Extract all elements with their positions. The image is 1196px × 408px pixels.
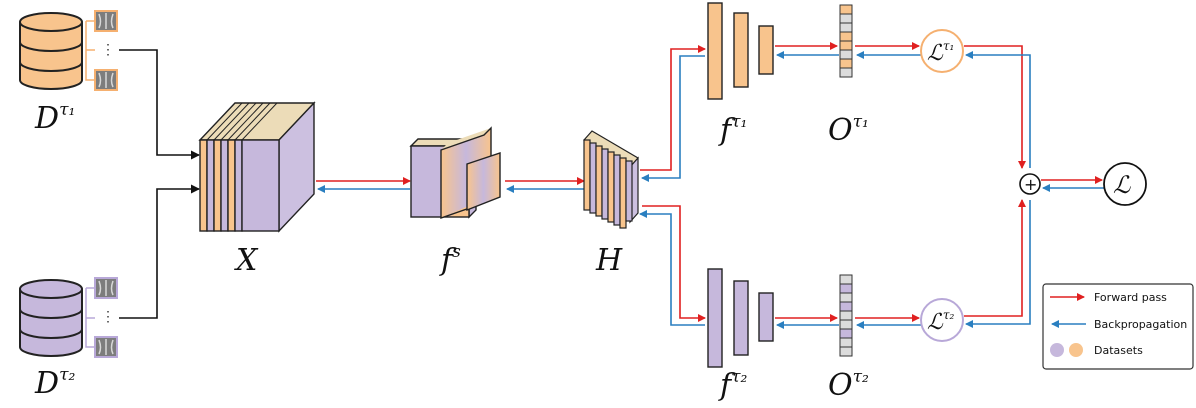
total-loss-node: ℒ (1103, 162, 1147, 206)
input-tensor-label: X (234, 243, 259, 278)
task-head-1-label: fτ₁ (718, 112, 747, 148)
dataset-1-label: Dτ₁ (34, 100, 75, 136)
output-2-label: Oτ₂ (828, 367, 869, 403)
forward-arrow-h-head2 (642, 205, 706, 322)
hidden-tensor-h (583, 130, 639, 229)
xray-thumbnail-icon (94, 69, 118, 91)
dataset-1: ⋮ Dτ₁ (19, 10, 118, 136)
forward-arrow-h-head1 (640, 45, 706, 171)
legend-datasets-label: Datasets (1094, 344, 1143, 357)
xray-thumbnail-icon (94, 336, 118, 358)
backward-arrow-head2-h (639, 210, 705, 326)
sum-node-icon: + (1019, 173, 1041, 195)
forward-arrow-loss2-sum (964, 199, 1026, 317)
legend-backward-label: Backpropagation (1094, 318, 1187, 331)
output-vector-1 (839, 4, 853, 78)
forward-arrow-loss1-sum (964, 45, 1026, 169)
backward-arrow-sum-loss1 (965, 51, 1031, 168)
output-vector-2 (839, 274, 853, 357)
loss-1-label: ℒτ₁ (927, 39, 954, 66)
database-icon (19, 279, 83, 357)
hidden-tensor-label: H (595, 243, 623, 278)
task-head-2-label: fτ₂ (718, 367, 748, 403)
legend-orange-dot (1069, 343, 1083, 357)
loss-node-1: ℒτ₁ (920, 29, 964, 73)
xray-thumbnail-icon (94, 277, 118, 299)
task-head-2 (707, 268, 774, 368)
shared-encoder-label: fs (439, 242, 461, 278)
backward-arrow-sum-loss2 (965, 200, 1031, 328)
legend-forward-label: Forward pass (1094, 291, 1167, 304)
dataset-2-to-x-arrow (119, 184, 200, 319)
shared-encoder (409, 126, 501, 219)
legend-purple-dot (1050, 343, 1064, 357)
ellipsis-1: ⋮ (101, 42, 115, 58)
backward-arrow-head1-h (641, 55, 705, 182)
xray-thumbnail-icon (94, 10, 118, 32)
sum-symbol: + (1024, 175, 1037, 194)
total-loss-label: ℒ (1113, 171, 1131, 199)
input-tensor-x (198, 101, 316, 233)
output-1-label: Oτ₁ (828, 112, 869, 148)
loss-node-2: ℒτ₂ (920, 298, 964, 342)
dataset-1-to-x-arrow (119, 49, 200, 160)
ellipsis-2: ⋮ (101, 309, 115, 325)
dataset-2: ⋮ Dτ₂ (19, 277, 118, 401)
loss-2-label: ℒτ₂ (927, 308, 954, 335)
task-head-1 (707, 2, 774, 100)
encoder-layer-3 (466, 152, 501, 212)
legend: Forward pass Backpropagation Datasets (1042, 283, 1194, 370)
database-icon (19, 12, 83, 90)
dataset-2-label: Dτ₂ (34, 365, 75, 401)
